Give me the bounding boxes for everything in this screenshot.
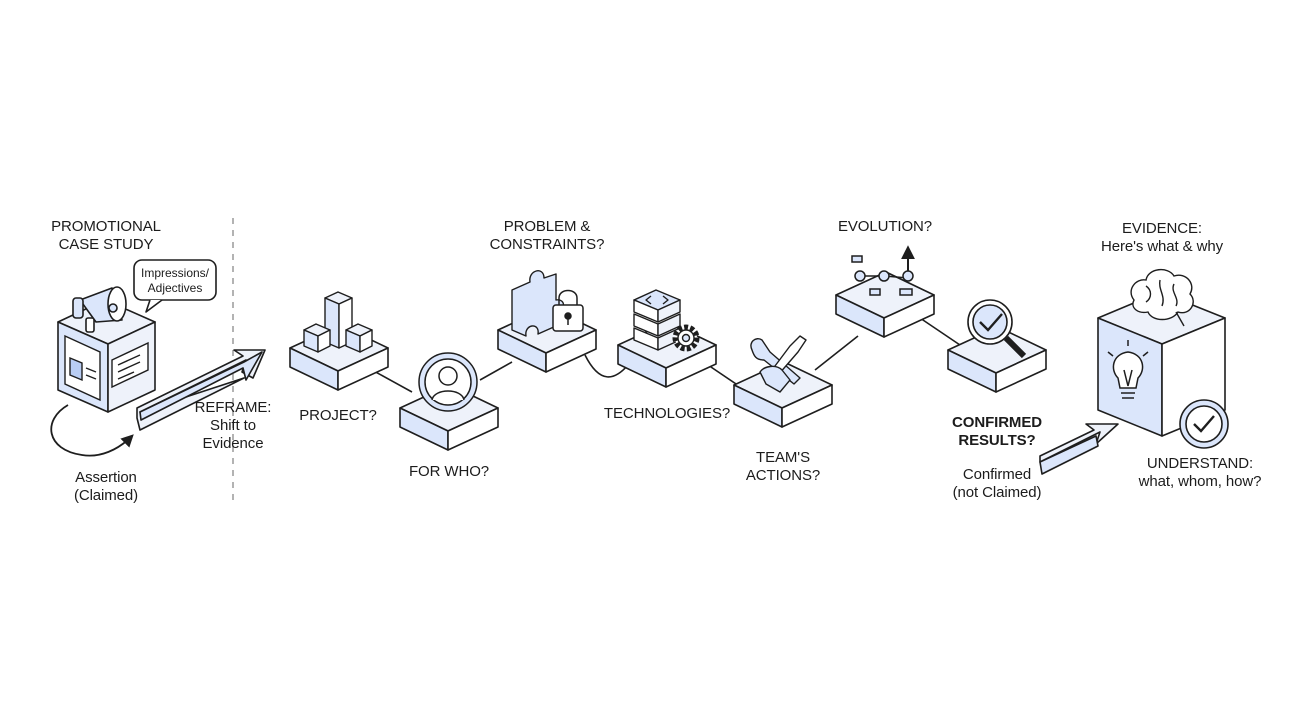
assertion-line1: Assertion	[75, 469, 137, 486]
evolution-graph-icon	[851, 245, 915, 296]
understand-line1: UNDERSTAND:	[1146, 455, 1254, 472]
lightbulb-icon	[1107, 340, 1149, 399]
evidence-title: EVIDENCE: Here's what & why	[1101, 220, 1223, 256]
assertion-caption: Assertion (Claimed)	[74, 469, 138, 505]
problem-line2: CONSTRAINTS?	[489, 236, 605, 253]
reframe-line3: Evidence	[202, 435, 264, 452]
confirmed-caption: Confirmed (not Claimed)	[953, 466, 1042, 502]
blocks-icon	[303, 291, 373, 353]
check-badge-icon	[1179, 399, 1229, 449]
promo-title: PROMOTIONAL CASE STUDY	[51, 218, 161, 254]
results-line2: RESULTS?	[958, 432, 1036, 449]
evidence-line1: EVIDENCE:	[1122, 220, 1202, 237]
project-label: PROJECT?	[299, 407, 377, 424]
reframe-line1: REFRAME:	[194, 399, 272, 416]
evolution-label: EVOLUTION?	[837, 218, 933, 235]
bubble-line2: Adjectives	[147, 281, 203, 295]
bubble-line1: Impressions/	[140, 266, 210, 280]
understand-line2: what, whom, how?	[1138, 473, 1262, 490]
confirmed-line2: (not Claimed)	[952, 484, 1042, 501]
problem-line1: PROBLEM &	[503, 218, 591, 235]
assertion-line2: (Claimed)	[73, 487, 139, 504]
flow-connectors	[371, 317, 961, 393]
confirmed-arrow	[1039, 423, 1119, 475]
confirmed-line1: Confirmed	[962, 466, 1032, 483]
technologies-label: TECHNOLOGIES?	[603, 405, 731, 422]
promo-title-line2: CASE STUDY	[58, 236, 154, 253]
document-icon	[64, 334, 149, 402]
speech-bubble	[133, 259, 217, 313]
evidence-line2: Here's what & why	[1100, 238, 1224, 255]
megaphone-icon	[72, 286, 127, 333]
assertion-curve-arrow	[50, 404, 134, 457]
actions-line1: TEAM'S	[756, 449, 810, 466]
actions-line2: ACTIONS?	[745, 467, 821, 484]
lock-icon	[552, 289, 584, 332]
actions-label: TEAM'S ACTIONS?	[746, 449, 820, 485]
problem-label: PROBLEM & CONSTRAINTS?	[490, 218, 605, 254]
results-label: CONFIRMED RESULTS?	[952, 414, 1042, 450]
evolution-tile	[835, 271, 935, 338]
for-who-label: FOR WHO?	[408, 463, 490, 480]
reframe-arrow	[136, 349, 266, 431]
reframe-label: REFRAME: Shift to Evidence	[195, 399, 272, 453]
wrench-screwdriver-icon	[750, 335, 807, 393]
promo-title-line1: PROMOTIONAL	[51, 218, 161, 235]
understand-label: UNDERSTAND: what, whom, how?	[1139, 455, 1262, 491]
person-icon	[418, 352, 478, 412]
bubble-text: Impressions/ Adjectives	[141, 266, 209, 296]
reframe-line2: Shift to	[210, 417, 256, 434]
brain-icon	[1130, 269, 1194, 327]
results-line1: CONFIRMED	[952, 414, 1042, 431]
gear-icon	[672, 324, 700, 352]
magnifier-check-icon	[967, 299, 1027, 359]
results-tile	[947, 326, 1047, 393]
